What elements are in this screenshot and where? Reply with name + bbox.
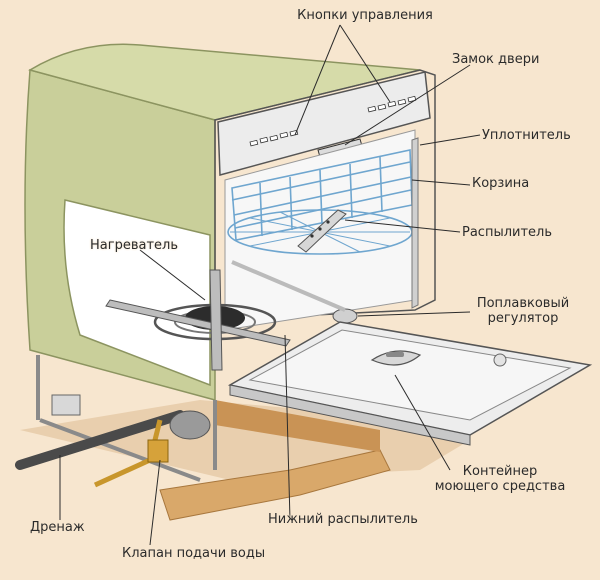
pump-motor	[169, 410, 211, 440]
control-button-group-right	[367, 95, 417, 113]
door-seal	[411, 137, 419, 309]
label-basket: Корзина	[472, 176, 530, 191]
upper-sprayer-hole	[326, 220, 330, 224]
label-detergent-container-line2: моющего средства	[434, 479, 566, 494]
label-door-lock: Замок двери	[452, 52, 540, 67]
label-lower-sprayer: Нижний распылитель	[268, 512, 418, 527]
upper-sprayer-spokes	[230, 211, 410, 253]
drain-pipe	[15, 410, 185, 470]
upper-sprayer-hole	[318, 227, 322, 231]
drain-box	[51, 394, 81, 416]
control-panel	[217, 71, 431, 176]
label-control-buttons: Кнопки управления	[297, 8, 433, 23]
label-detergent-container-line1: Контейнер	[462, 464, 538, 479]
body-top	[28, 43, 421, 121]
upper-sprayer-hole	[310, 234, 314, 238]
cutaway-window	[63, 199, 211, 387]
label-float-regulator-line2: регулятор	[487, 311, 559, 326]
control-button-group-left	[249, 129, 299, 147]
water-valve-body	[147, 439, 169, 463]
upper-basket	[231, 149, 413, 241]
interior-pipe	[231, 260, 346, 312]
label-sprayer: Распылитель	[462, 225, 553, 240]
frame-legs	[36, 355, 217, 482]
lower-sprayer-arm	[105, 299, 291, 347]
label-float-regulator-line1: Поплавковый	[476, 296, 570, 311]
rinse-aid-cap	[493, 353, 507, 367]
float-regulator	[332, 308, 358, 324]
label-seal: Уплотнитель	[482, 128, 571, 143]
wooden-plinth-side	[215, 400, 380, 452]
label-water-valve: Клапан подачи воды	[122, 546, 266, 561]
upper-sprayer-arm	[297, 209, 347, 253]
wooden-plinth	[159, 449, 391, 521]
label-detergent-container: Контейнер моющего средства	[420, 464, 580, 494]
leader-lines	[59, 24, 481, 546]
detergent-slot	[386, 352, 404, 357]
door-inner-panel	[248, 329, 572, 421]
label-drain: Дренаж	[30, 520, 85, 535]
lower-sprayer-arm-vertical	[209, 269, 223, 371]
label-float-regulator: Поплавковый регулятор	[468, 296, 578, 326]
label-heater: Нагреватель	[90, 238, 178, 253]
detergent-container	[370, 350, 422, 366]
door-front-edge	[229, 384, 471, 446]
